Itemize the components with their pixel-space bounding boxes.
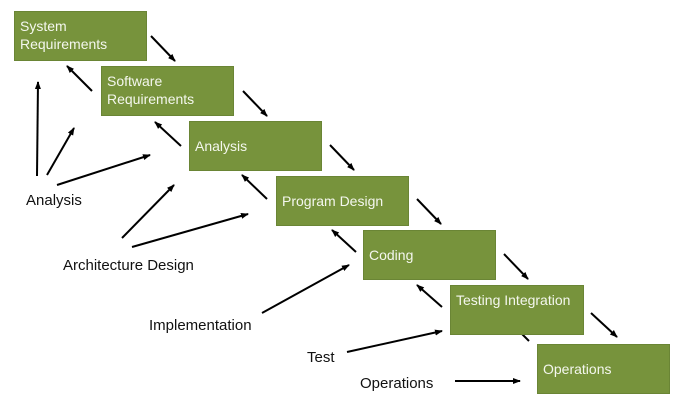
phase-software-requirements: Software Requirements [101,66,234,116]
phase-system-requirements: System Requirements [14,11,147,61]
back-arrow [241,174,268,200]
back-arrow [331,229,357,253]
phase-label: Analysis [195,138,248,154]
phase-label: Coding [369,247,414,263]
forward-arrow [416,198,442,225]
activity-arrow [131,213,249,248]
phase-operations: Operations [537,344,670,394]
forward-arrow [503,253,529,280]
phase-analysis: Analysis [189,121,322,171]
phase-label: Software Requirements [107,73,195,107]
activity-arrow [46,127,75,176]
activity-arrow [346,329,443,353]
phase-label: Operations [543,361,612,377]
activity-arrow [261,264,350,314]
activity-operations: Operations [360,375,434,392]
activity-arrow [34,81,41,177]
phase-label: Testing Integration [456,292,571,308]
activity-implementation: Implementation [149,317,252,334]
back-arrow [66,65,93,92]
phase-coding: Coding [363,230,496,280]
activity-analysis: Analysis [26,192,82,209]
phase-label: Program Design [282,193,384,209]
activity-arrow [56,154,151,186]
forward-arrow [150,35,176,62]
activity-architecture-design: Architecture Design [63,257,194,274]
forward-arrow [242,90,268,117]
back-arrow [154,121,182,147]
forward-arrow [590,312,618,338]
phase-program-design: Program Design [276,176,409,226]
activity-test: Test [307,349,335,366]
activity-arrow [121,184,175,239]
phase-label: System Requirements [20,18,108,52]
forward-arrow [329,144,355,171]
back-arrow [416,284,443,308]
phase-testing-integration: Testing Integration [450,285,584,335]
